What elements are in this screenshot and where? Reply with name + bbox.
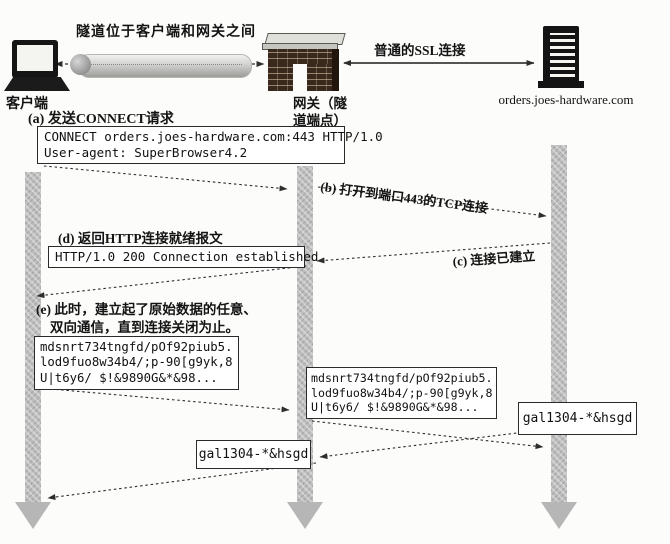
tunnel-caption: 隧道位于客户端和网关之间	[76, 25, 256, 40]
arrow-data-server-to-gateway	[319, 418, 633, 460]
gal-data-box-server: gal1304-*&hsgd	[518, 402, 637, 435]
raw-data-line3: U|t6y6/ $!&9890G&*&98...	[311, 400, 479, 415]
arrow-data-client-to-gateway	[39, 387, 290, 413]
arrow-c-established	[316, 242, 551, 264]
client-lifeline	[25, 172, 41, 503]
client-screen	[17, 45, 53, 71]
gateway-label-line2: 道端点）	[293, 113, 347, 128]
client-label: 客户端	[6, 97, 48, 112]
tunnel-end-cap	[70, 54, 91, 75]
step-a-label: (a) 发送CONNECT请求	[28, 112, 174, 127]
gateway-lifeline-arrowhead	[287, 502, 323, 529]
gateway-label-line1: 网关（隧	[293, 96, 347, 111]
server-lifeline-arrowhead	[541, 502, 577, 529]
client-lifeline-arrowhead	[15, 502, 51, 529]
connect-request-box: CONNECT orders.joes-hardware.com:443 HTT…	[37, 126, 383, 164]
server-label: orders.joes-hardware.com	[498, 92, 634, 107]
arrow-a-connect	[43, 165, 288, 192]
gateway-brick-right-leg	[307, 64, 332, 91]
raw-data-box-client: mdsnrt734tngfd/pOf92piub5. lod9fuo8w34b4…	[34, 336, 239, 391]
client-keyboard	[4, 77, 70, 91]
raw-data-line2: lod9fuo8w34b4/;p-90[g9yk,8	[311, 385, 493, 400]
arrow-data-gateway-to-server	[311, 420, 544, 450]
gal-data-box-gateway: gal1304-*&hsgd	[196, 440, 311, 469]
connect-request-line2: User-agent: SuperBrowser4.2	[44, 145, 248, 160]
server-icon-base	[538, 81, 584, 88]
raw-data-line1: mdsnrt734tngfd/pOf92piub5.	[40, 340, 233, 354]
raw-data-line1: mdsnrt734tngfd/pOf92piub5.	[311, 371, 493, 385]
arrow-b-tcp	[317, 186, 547, 219]
raw-data-box-gateway: mdsnrt734tngfd/pOf92piub5. lod9fuo8w34b4…	[306, 367, 498, 419]
gateway-brick-left-leg	[268, 64, 293, 91]
step-d-label: (d) 返回HTTP连接就绪报文	[58, 231, 223, 246]
ssl-caption: 普通的SSL连接	[374, 43, 466, 58]
tunnel-cylinder	[78, 54, 252, 78]
tunnel-texture	[86, 64, 242, 65]
gateway-brick-side-face	[332, 49, 339, 91]
step-e-line1: (e) 此时，建立起了原始数据的任意、	[36, 302, 257, 317]
raw-data-line3: U|t6y6/ $!&9890G&*&98...	[40, 370, 218, 385]
raw-data-line2: lod9fuo8w34b4/;p-90[g9yk,8	[40, 355, 233, 370]
gateway-brick-lintel	[268, 49, 332, 64]
response-box: HTTP/1.0 200 Connection established	[48, 246, 318, 268]
step-e-line2: 双向通信，直到连接关闭为止。	[50, 320, 239, 335]
server-icon-slots	[550, 33, 575, 77]
connect-request-line1: CONNECT orders.joes-hardware.com:443 HTT…	[44, 129, 383, 144]
arrow-d-response	[36, 265, 307, 299]
